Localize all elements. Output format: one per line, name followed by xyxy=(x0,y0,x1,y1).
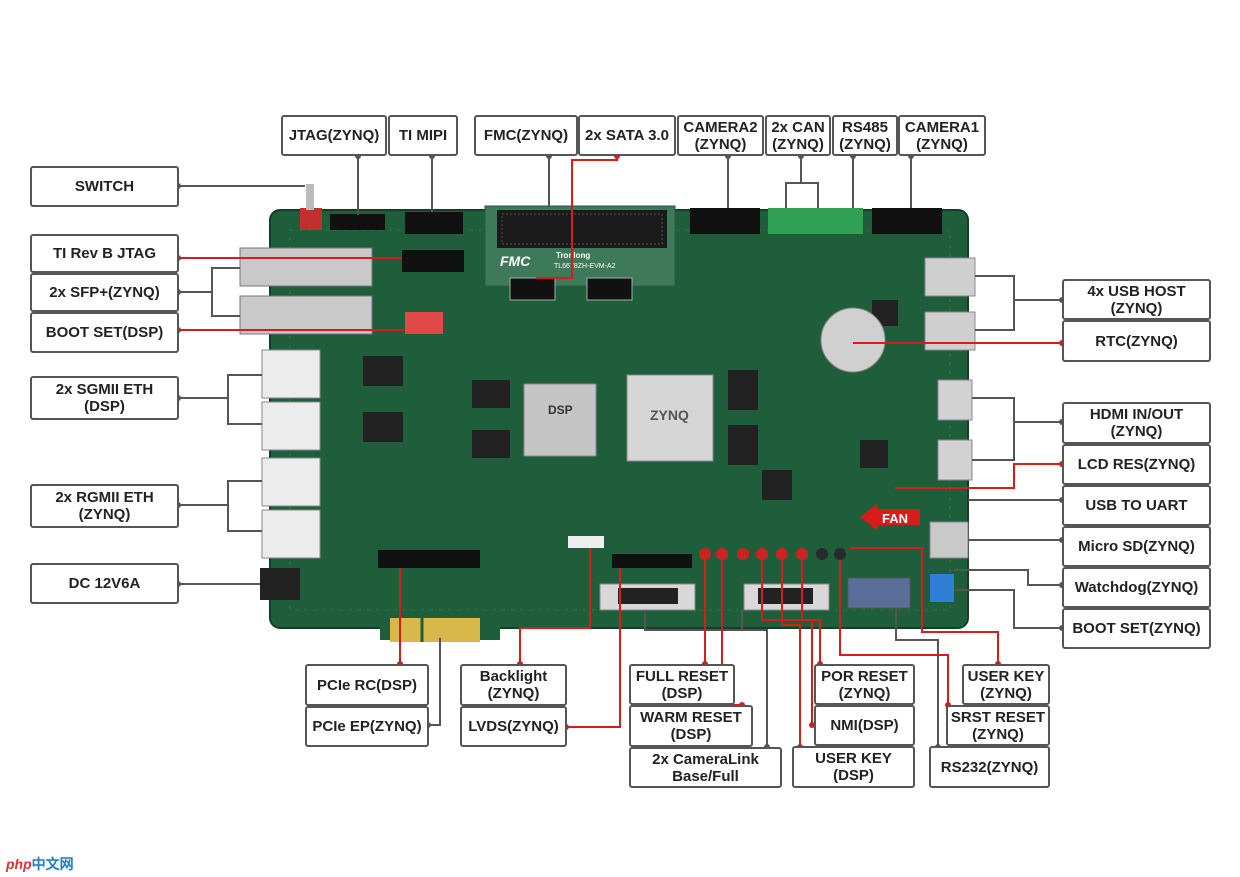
leader-lines-red xyxy=(178,156,1062,747)
fmc-silk: FMC xyxy=(500,253,531,269)
leader-lines-grey xyxy=(178,156,1062,747)
label-fmc-zynq: FMC(ZYNQ) xyxy=(474,115,578,156)
label-dc: DC 12V6A xyxy=(30,563,179,604)
label-rs485: RS485 (ZYNQ) xyxy=(832,115,898,156)
label-lvds: LVDS(ZYNQ) xyxy=(460,706,567,747)
label-nmi: NMI(DSP) xyxy=(814,705,915,746)
label-backlight: Backlight (ZYNQ) xyxy=(460,664,567,706)
label-user-key-dsp: USER KEY (DSP) xyxy=(792,746,915,788)
ethernet-jacks xyxy=(261,349,321,559)
label-rgmii: 2x RGMII ETH (ZYNQ) xyxy=(30,484,179,528)
svg-text:DSP: DSP xyxy=(548,403,573,417)
label-warm-reset: WARM RESET (DSP) xyxy=(629,705,753,747)
cameralink-connectors xyxy=(599,583,830,611)
zynq-chip: ZYNQ xyxy=(626,374,714,462)
vendor-silk: Tronlong xyxy=(556,251,590,260)
watermark: php中文网 xyxy=(6,854,74,874)
label-sgmii: 2x SGMII ETH (DSP) xyxy=(30,376,179,420)
label-can: 2x CAN (ZYNQ) xyxy=(765,115,831,156)
svg-text:FAN: FAN xyxy=(882,511,908,526)
label-usb-host: 4x USB HOST (ZYNQ) xyxy=(1062,279,1211,320)
label-full-reset: FULL RESET (DSP) xyxy=(629,664,735,705)
sata-connectors xyxy=(509,277,633,301)
label-rtc: RTC(ZYNQ) xyxy=(1062,320,1211,362)
dc-jack xyxy=(260,568,300,600)
label-srst-reset: SRST RESET (ZYNQ) xyxy=(946,705,1050,746)
label-cameralink: 2x CameraLink Base/Full xyxy=(629,747,782,788)
watermark-brand: php xyxy=(6,856,32,872)
label-hdmi: HDMI IN/OUT (ZYNQ) xyxy=(1062,402,1211,444)
label-boot-zynq: BOOT SET(ZYNQ) xyxy=(1062,608,1211,649)
lvds-header xyxy=(612,554,692,568)
label-pcie-ep: PCIe EP(ZYNQ) xyxy=(305,706,429,747)
label-rs232: RS232(ZYNQ) xyxy=(929,746,1050,788)
dsp-dip-switch xyxy=(405,312,443,334)
model-silk: TL6678ZH-EVM-A2 xyxy=(554,263,616,270)
top-headers xyxy=(300,208,942,234)
push-buttons xyxy=(699,548,846,560)
micro-sd-slot xyxy=(929,521,969,559)
label-pcie-rc: PCIe RC(DSP) xyxy=(305,664,429,706)
watermark-site: 中文网 xyxy=(31,856,74,872)
label-lcd-res: LCD RES(ZYNQ) xyxy=(1062,444,1211,485)
toggle-switch xyxy=(306,184,314,210)
label-camera1: CAMERA1 (ZYNQ) xyxy=(898,115,986,156)
label-jtag-zynq: JTAG(ZYNQ) xyxy=(281,115,387,156)
dsp-chip: DSP xyxy=(523,383,597,457)
ti-jtag-header xyxy=(402,250,464,272)
label-ti-jtag: TI Rev B JTAG xyxy=(30,234,179,273)
label-sata: 2x SATA 3.0 xyxy=(578,115,676,156)
label-usb-uart: USB TO UART xyxy=(1062,485,1211,526)
label-watchdog: Watchdog(ZYNQ) xyxy=(1062,567,1211,608)
label-por-reset: POR RESET (ZYNQ) xyxy=(814,664,915,705)
label-switch: SWITCH xyxy=(30,166,179,207)
rtc-battery xyxy=(820,307,886,373)
label-sfp: 2x SFP+(ZYNQ) xyxy=(30,273,179,312)
label-boot-dsp: BOOT SET(DSP) xyxy=(30,312,179,353)
label-ti-mipi: TI MIPI xyxy=(388,115,458,156)
label-camera2: CAMERA2 (ZYNQ) xyxy=(677,115,764,156)
svg-text:ZYNQ: ZYNQ xyxy=(650,407,689,423)
pcie-rc-slot xyxy=(378,550,480,568)
pcie-edge-connector xyxy=(390,618,480,642)
fan-arrow: FAN xyxy=(860,503,920,531)
rs232-db9 xyxy=(847,577,911,609)
label-micro-sd: Micro SD(ZYNQ) xyxy=(1062,526,1211,567)
fmc-connector: FMC Tronlong TL6678ZH-EVM-A2 xyxy=(484,205,676,287)
misc-chips xyxy=(363,300,898,500)
zynq-dip-switch xyxy=(930,574,954,602)
backlight-connector xyxy=(568,536,604,548)
hdmi-ports xyxy=(937,379,973,481)
label-user-key-zynq: USER KEY (ZYNQ) xyxy=(962,664,1050,705)
